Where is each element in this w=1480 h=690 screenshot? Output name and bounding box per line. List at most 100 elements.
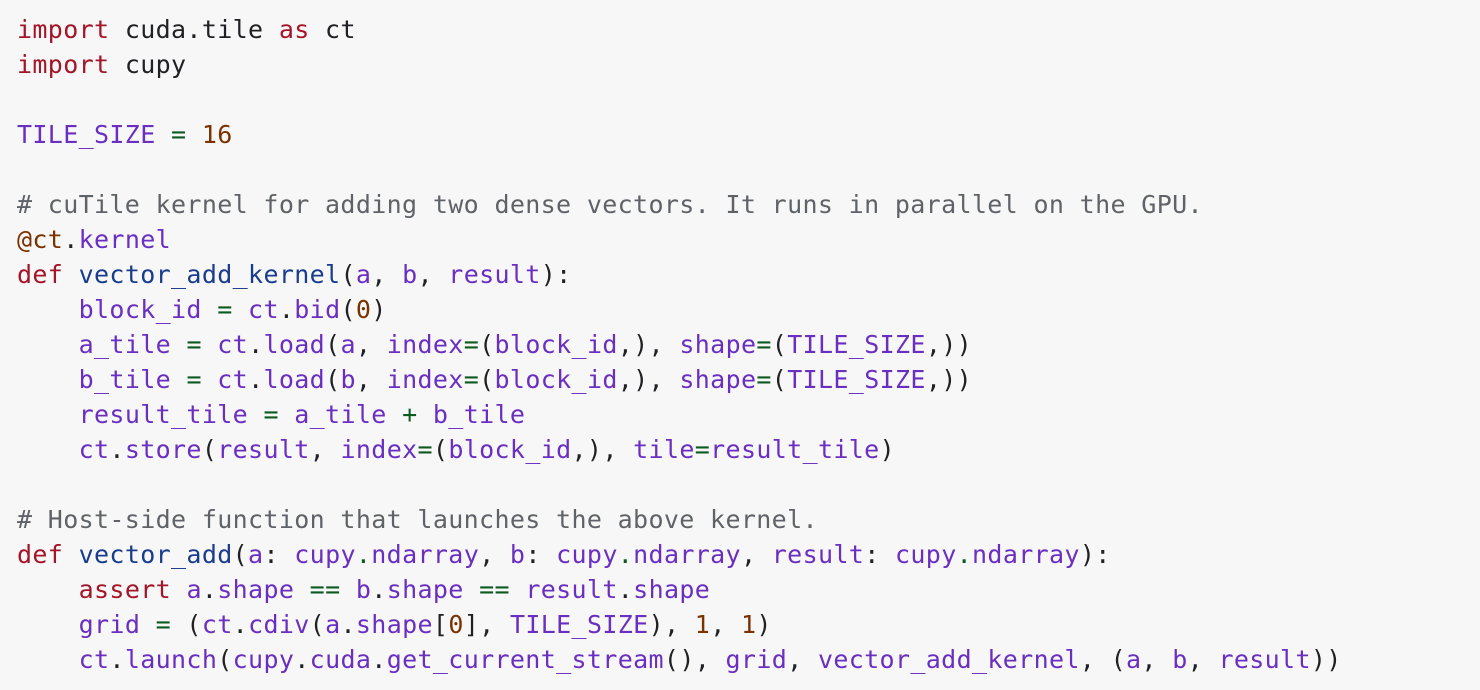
code-token: # cuTile kernel for adding two dense vec… — [17, 190, 1203, 219]
code-token: . — [617, 540, 634, 569]
code-token: cupy — [232, 645, 295, 674]
code-token: result — [217, 435, 310, 464]
code-token — [233, 295, 248, 324]
code-token: ], — [463, 610, 510, 639]
code-token: ): — [540, 260, 572, 289]
code-token: , — [371, 260, 403, 289]
code-token: 1 — [694, 610, 711, 639]
code-token: . — [201, 575, 218, 604]
code-token: == — [479, 575, 510, 604]
code-token: . — [109, 645, 125, 674]
code-token: result — [1218, 645, 1311, 674]
code-token: b_tile — [432, 400, 526, 429]
code-token: TILE_SIZE — [509, 610, 649, 639]
code-line — [17, 152, 1480, 187]
code-token: tile — [633, 435, 695, 464]
code-token: 1 — [741, 610, 757, 639]
code-token: . — [63, 225, 79, 254]
code-token — [17, 330, 79, 359]
code-token: ( — [201, 435, 218, 464]
code-token: ) — [879, 435, 895, 464]
code-token: TILE_SIZE — [17, 120, 156, 149]
code-token: ) — [756, 610, 772, 639]
code-token — [340, 575, 355, 604]
code-token: import — [17, 15, 110, 44]
code-token — [17, 435, 79, 464]
code-token: b — [402, 260, 418, 289]
code-token — [171, 330, 186, 359]
code-token: ( — [479, 330, 495, 359]
code-token: ct — [78, 645, 110, 674]
code-token: TILE_SIZE — [787, 330, 926, 359]
code-token: load — [263, 330, 326, 359]
code-token: import — [17, 50, 110, 79]
code-token: a — [186, 575, 202, 604]
code-token: + — [402, 400, 418, 429]
code-token: . — [294, 645, 310, 674]
code-token — [294, 575, 309, 604]
code-token: ct — [201, 610, 233, 639]
code-token: result — [525, 575, 618, 604]
code-token: ( — [340, 295, 356, 324]
code-token: ( — [340, 260, 356, 289]
code-token: , — [355, 365, 387, 394]
code-token: block_id — [78, 295, 202, 324]
code-token: # Host-side function that launches the a… — [17, 505, 818, 534]
code-token — [17, 365, 79, 394]
code-token: . — [340, 610, 356, 639]
code-token: shape — [355, 610, 433, 639]
code-token: shape — [386, 575, 464, 604]
code-token: launch — [124, 645, 218, 674]
code-token — [464, 575, 479, 604]
code-token: block_id — [448, 435, 572, 464]
code-token: == — [309, 575, 341, 604]
code-token: load — [263, 365, 326, 394]
code-token — [202, 330, 217, 359]
code-token: ( — [479, 365, 495, 394]
code-token: cupy — [109, 50, 187, 79]
code-line: TILE_SIZE = 16 — [17, 117, 1480, 152]
code-token: ct — [78, 435, 110, 464]
code-token: . — [617, 575, 634, 604]
code-token: [ — [432, 610, 449, 639]
code-token: . — [278, 295, 295, 324]
code-line: # cuTile kernel for adding two dense vec… — [17, 187, 1480, 222]
code-token: cupy — [556, 540, 618, 569]
code-line: # Host-side function that launches the a… — [17, 502, 1480, 537]
code-line: ct.launch(cupy.cuda.get_current_stream()… — [17, 642, 1480, 677]
code-token: result_tile — [78, 400, 249, 429]
code-token: ( — [771, 365, 788, 394]
code-line: @ct.kernel — [17, 222, 1480, 257]
code-line: block_id = ct.bid(0) — [17, 292, 1480, 327]
code-token: a — [355, 260, 372, 289]
code-token: : — [525, 540, 557, 569]
code-token: assert — [78, 575, 172, 604]
code-token: index — [340, 435, 418, 464]
code-token: shape — [633, 575, 711, 604]
code-token: a — [340, 330, 356, 359]
code-token: = — [155, 610, 172, 639]
code-token: , — [309, 435, 341, 464]
code-token: ct — [217, 365, 249, 394]
code-token: a — [325, 610, 341, 639]
code-line: ct.store(result, index=(block_id,), tile… — [17, 432, 1480, 467]
code-line: a_tile = ct.load(a, index=(block_id,), s… — [17, 327, 1480, 362]
code-token: , — [417, 260, 449, 289]
code-token: ) — [371, 295, 387, 324]
code-token: ( — [771, 330, 788, 359]
code-token: a_tile — [78, 330, 172, 359]
code-token: , — [1141, 645, 1173, 674]
code-token: cupy — [895, 540, 957, 569]
code-token — [387, 400, 402, 429]
code-token: = — [463, 330, 480, 359]
code-token — [171, 575, 186, 604]
code-token: block_id — [494, 330, 618, 359]
code-token: (), — [663, 645, 726, 674]
code-token — [171, 365, 186, 394]
code-token: cdiv — [248, 610, 310, 639]
code-token: = — [186, 365, 202, 394]
code-token: ): — [1079, 540, 1111, 569]
code-line: b_tile = ct.load(b, index=(block_id,), s… — [17, 362, 1480, 397]
code-token: . — [956, 540, 973, 569]
code-token: a — [248, 540, 264, 569]
